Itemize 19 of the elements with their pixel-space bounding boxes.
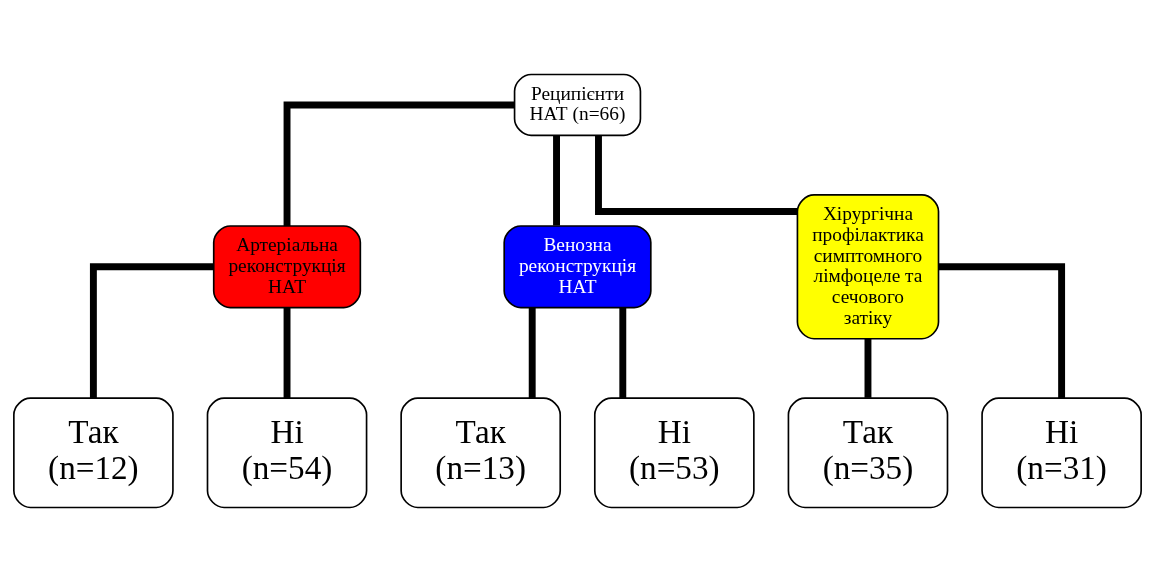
node-box: Венозна реконструкція НАТ (503, 224, 652, 308)
node-box: Артеріальна реконструкція НАТ (212, 224, 362, 308)
connector (528, 307, 536, 398)
node-box: Хірургічна профілактика симптомного лімфоцеле та сечового затіку (796, 193, 940, 340)
connector (283, 101, 515, 226)
connector (619, 307, 627, 398)
connector (553, 134, 560, 225)
node-box: Так (n=13) (400, 396, 562, 508)
node-box: Реципієнти НАТ (n=66) (513, 73, 642, 136)
node-box: Ні (n=54) (206, 396, 368, 508)
connector (595, 135, 798, 215)
connector (864, 338, 872, 398)
connector (939, 262, 1066, 398)
node-box: Ні (n=31) (981, 396, 1142, 508)
node-box: Ні (n=53) (593, 396, 755, 508)
node-box: Так (n=35) (787, 396, 949, 508)
connector (89, 262, 214, 398)
node-box: Так (n=12) (13, 396, 174, 508)
connector (283, 307, 291, 398)
